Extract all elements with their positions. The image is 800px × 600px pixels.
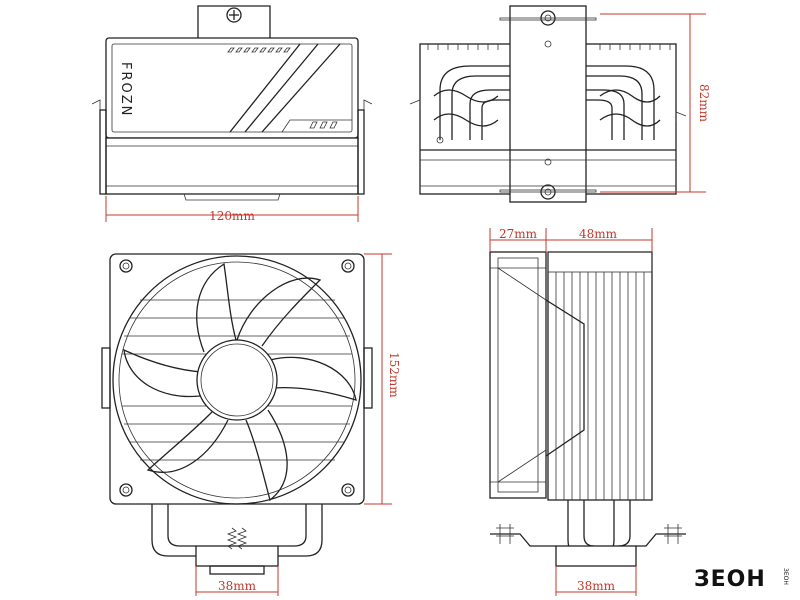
dim-width-top: 120mm bbox=[209, 209, 255, 223]
dimension-120mm bbox=[105, 196, 359, 222]
dim-base-front: 38mm bbox=[218, 579, 257, 593]
logo-main-text: ЗЕОН bbox=[694, 567, 766, 592]
dim-base-side: 38mm bbox=[577, 579, 616, 593]
dimension-38mm-front bbox=[195, 566, 279, 596]
logo-sub-text: ЗЕОН bbox=[782, 568, 789, 585]
dim-depth-heatsink: 48mm bbox=[579, 227, 618, 241]
front-view bbox=[101, 253, 373, 575]
brand-logo: ЗЕОН ЗЕОН bbox=[694, 567, 789, 592]
top-view-side bbox=[409, 5, 687, 203]
dimension-82mm bbox=[600, 13, 706, 193]
top-view-front bbox=[91, 5, 373, 201]
dimension-27-48mm bbox=[489, 228, 653, 252]
dimension-38mm-side bbox=[555, 566, 637, 596]
brand-text: FROZN bbox=[118, 62, 133, 117]
side-view bbox=[489, 251, 686, 567]
dim-depth-fan: 27mm bbox=[499, 227, 538, 241]
dimension-152mm bbox=[364, 253, 392, 505]
dim-height-total: 152mm bbox=[387, 352, 401, 398]
dim-height-side: 82mm bbox=[697, 84, 711, 123]
